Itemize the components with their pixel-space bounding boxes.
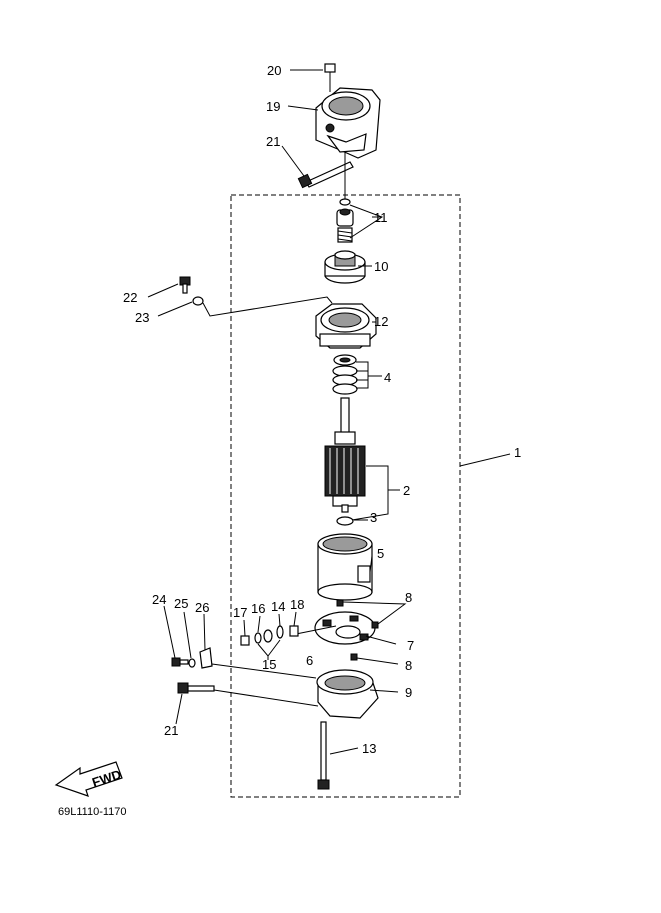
callout-1: 1	[514, 445, 521, 460]
diagram-code: 69L1110-1170	[58, 806, 127, 818]
callout-25: 25	[174, 596, 188, 611]
part-14-washer	[276, 625, 284, 639]
part-9-rear-cover	[316, 669, 379, 719]
part-22-screw	[179, 276, 191, 294]
part-24-bolt	[171, 657, 189, 667]
fwd-arrow-icon: FWD	[54, 761, 123, 797]
callout-14: 14	[271, 599, 285, 614]
callout-5: 5	[377, 546, 384, 561]
callout-23: 23	[135, 310, 149, 325]
part-21-bolt-lower	[177, 682, 215, 694]
callout-21-lower: 21	[164, 723, 178, 738]
callout-12: 12	[374, 314, 388, 329]
part-8-screw-upper	[336, 599, 379, 629]
callout-20: 20	[267, 63, 281, 78]
callout-8-upper: 8	[405, 590, 412, 605]
callout-15: 15	[262, 657, 276, 672]
part-17-nut	[240, 635, 250, 646]
part-3-washer	[336, 516, 354, 526]
callout-7: 7	[407, 638, 414, 653]
part-21-bolt-upper	[297, 161, 354, 189]
callout-16: 16	[251, 601, 265, 616]
part-12-front-cover	[315, 303, 377, 349]
callout-11: 11	[374, 210, 388, 225]
callout-6: 6	[306, 653, 313, 668]
callout-10: 10	[374, 259, 388, 274]
callout-13: 13	[362, 741, 376, 756]
part-10-pinion	[324, 250, 366, 284]
callout-24: 24	[152, 592, 166, 607]
part-15-washer	[263, 629, 273, 643]
part-23-washer	[192, 296, 204, 306]
part-5-yoke	[317, 533, 373, 601]
callout-2: 2	[403, 483, 410, 498]
part-25-washer	[188, 658, 196, 668]
callout-8-lower: 8	[405, 658, 412, 673]
callout-19: 19	[266, 99, 280, 114]
part-19-bracket	[315, 87, 381, 159]
callout-3: 3	[370, 510, 377, 525]
callout-22: 22	[123, 290, 137, 305]
part-26-bracket	[199, 647, 213, 669]
part-16-washer	[254, 632, 262, 644]
callout-4: 4	[384, 370, 391, 385]
part-11-collar-spring	[336, 198, 354, 243]
part-8-screw-lower	[350, 653, 358, 661]
callout-18: 18	[290, 597, 304, 612]
part-13-through-bolt	[317, 721, 330, 790]
part-18-insulator	[289, 625, 299, 637]
callout-21-upper: 21	[266, 134, 280, 149]
part-2-armature	[324, 397, 366, 513]
part-4-spring-stack	[332, 354, 358, 395]
callout-17: 17	[233, 605, 247, 620]
callout-26: 26	[195, 600, 209, 615]
callout-9: 9	[405, 685, 412, 700]
part-20-bolt	[324, 63, 336, 92]
